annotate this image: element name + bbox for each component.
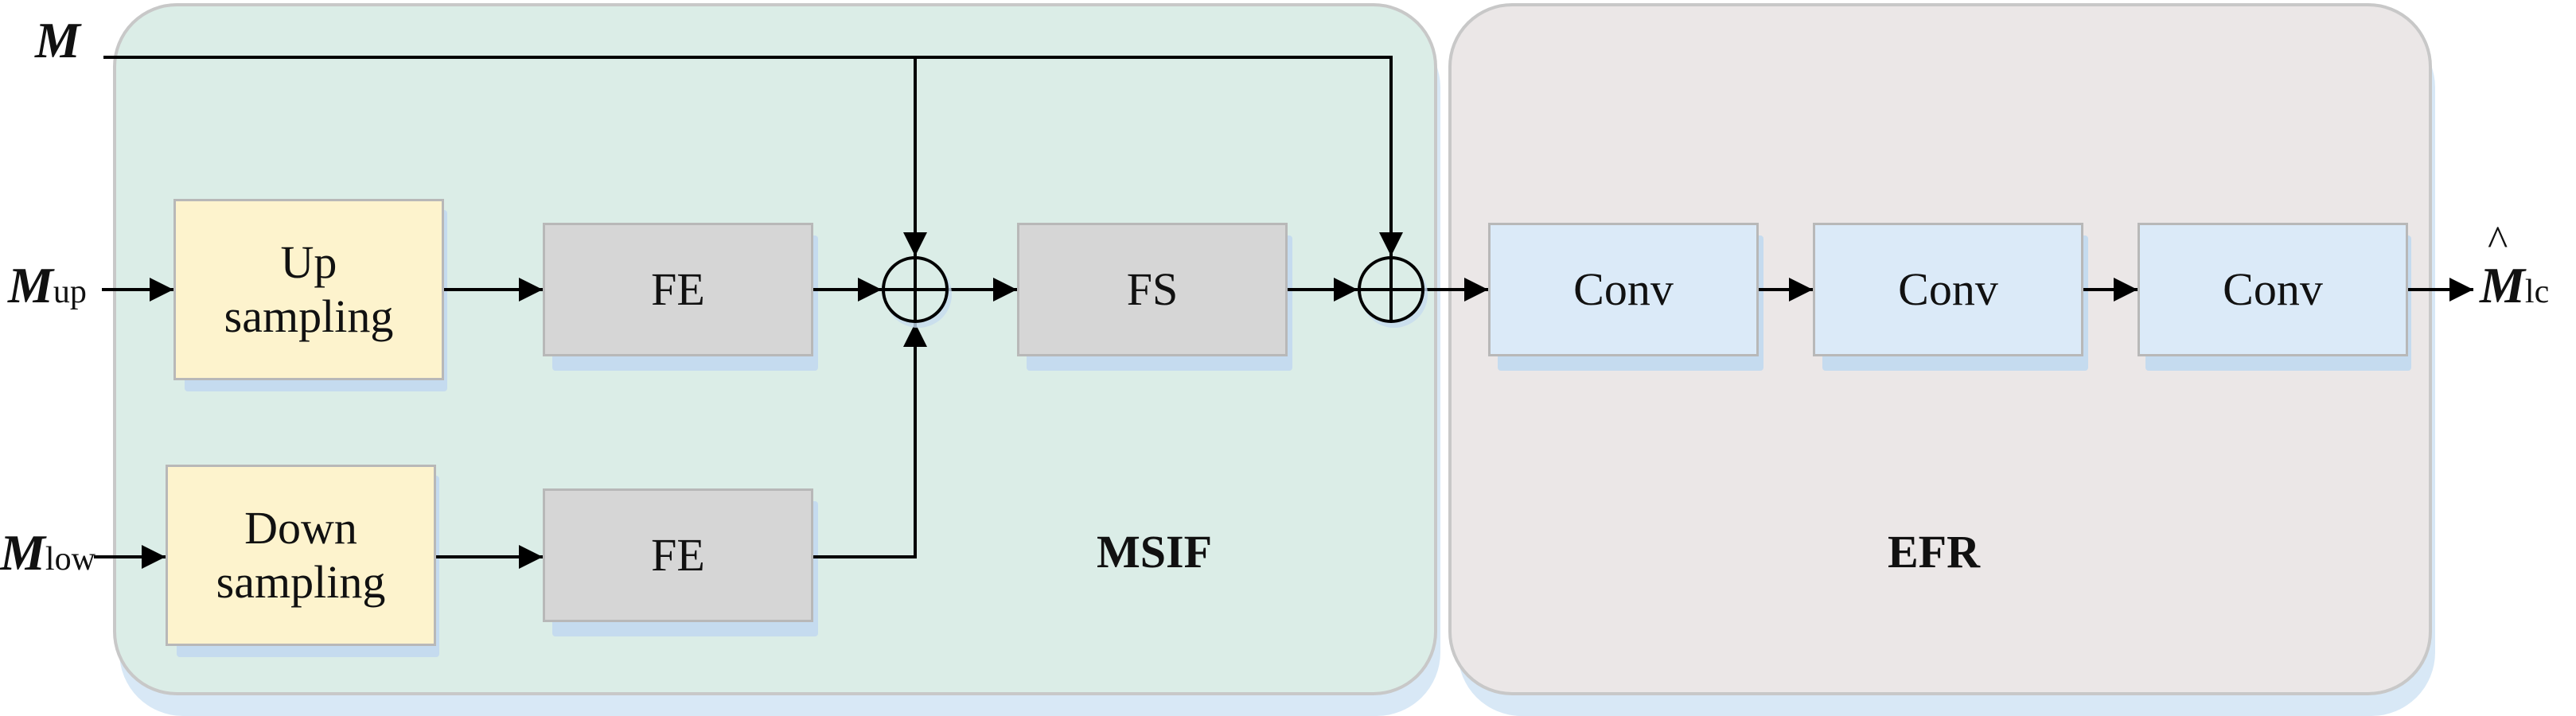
conv3-block: Conv xyxy=(2138,223,2408,356)
down-sampling-block: Down sampling xyxy=(166,465,436,646)
conv1-block: Conv xyxy=(1488,223,1759,356)
input-m-low: Mlow xyxy=(0,524,95,581)
fe-top-block: FE xyxy=(543,223,813,356)
efr-label: EFR xyxy=(1888,526,1980,578)
up-sampling-block: Up sampling xyxy=(173,199,444,380)
sum-node-2 xyxy=(1358,256,1428,328)
input-m-up: Mup xyxy=(8,257,87,313)
fe-bottom-block: FE xyxy=(543,488,813,622)
output-m-lc: ^ Mlc xyxy=(2480,217,2550,313)
msif-label: MSIF xyxy=(1097,526,1212,578)
fs-block: FS xyxy=(1017,223,1288,356)
input-m: M xyxy=(35,12,80,68)
sum-node-1 xyxy=(882,256,952,328)
fe-bottom-to-sum1 xyxy=(813,323,927,558)
conv2-block: Conv xyxy=(1813,223,2083,356)
hat-accent: ^ xyxy=(2488,217,2508,265)
